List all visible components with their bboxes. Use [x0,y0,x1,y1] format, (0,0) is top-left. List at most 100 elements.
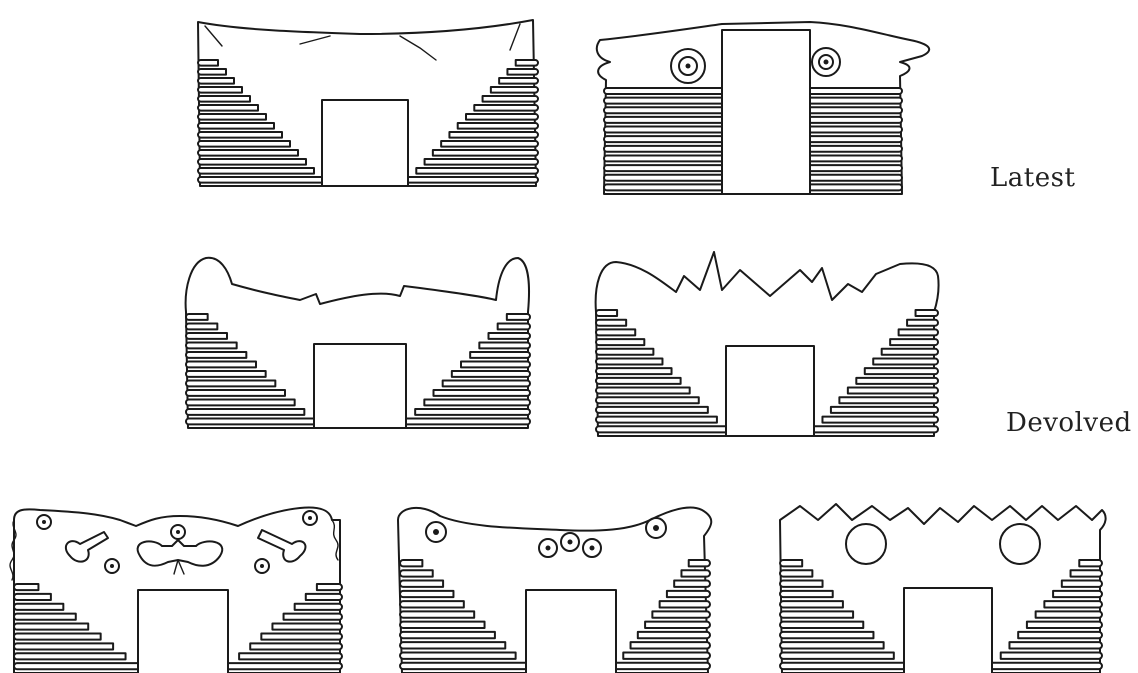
comb-tooth [399,651,517,660]
comb-tooth [197,140,291,148]
comb-tooth [456,122,539,130]
row-label-devolved: Devolved [1006,408,1132,438]
comb-tooth [595,357,664,366]
comb-tooth [779,579,824,588]
comb-tooth [809,154,903,163]
comb-tooth [185,417,315,426]
comb-tooth [595,405,709,414]
comb-tooth [658,600,711,609]
comb-tooth [1052,589,1103,599]
comb-tooth [185,341,238,350]
comb-tooth [779,661,905,671]
comb-tooth [238,652,343,661]
comb-tooth [197,104,259,112]
comb-tooth [260,632,343,641]
comb-tooth [595,396,700,405]
comb-tooth [1008,641,1103,650]
comb-tooth [809,173,903,182]
comb-tooth [603,173,723,182]
comb-tooth [405,417,531,426]
comb-tooth [665,589,711,599]
comb-tooth [249,642,343,651]
comb-tooth [197,167,315,175]
motif-early-3 [779,503,1107,673]
comb-tooth [779,600,844,609]
comb-tooth [1043,600,1103,609]
comb-tooth [889,338,939,347]
comb-tooth [185,389,286,397]
comb-tooth [440,140,539,148]
comb-tooth [991,661,1103,671]
comb-tooth [595,347,655,356]
comb-tooth [872,357,939,366]
comb-tooth [448,131,539,139]
comb-tooth [293,602,343,611]
comb-tooth [514,59,539,67]
comb-tooth [1034,610,1103,619]
comb-tooth [473,104,539,112]
comb-tooth [829,405,939,414]
comb-tooth [880,347,939,356]
comb-tooth [636,630,711,640]
comb-tooth [399,661,527,671]
comb-tooth [779,559,804,568]
comb-tooth [603,154,723,163]
comb-tooth [185,360,257,369]
comb-tooth [185,398,296,407]
comb-tooth [687,559,711,568]
comb-tooth [595,309,619,318]
comb-tooth [809,144,903,153]
comb-tooth [399,559,424,568]
comb-tooth [441,379,531,388]
comb-tooth [498,77,539,85]
comb-tooth [809,135,903,144]
comb-tooth [809,87,903,95]
comb-tooth [603,183,723,192]
comb-tooth [399,620,486,630]
comb-tooth [779,630,875,640]
comb-tooth [399,610,476,619]
comb-tooth [399,569,434,578]
comb-tooth [304,592,343,602]
comb-tooth [197,158,307,166]
comb-tooth [282,612,343,621]
comb-tooth [809,183,903,192]
comb-tooth [595,415,718,424]
comb-tooth [603,106,723,115]
comb-tooth [13,592,52,602]
comb-tooth [809,164,903,173]
comb-tooth [809,96,903,105]
comb-tooth [423,158,539,166]
comb-tooth [644,620,711,630]
comb-tooth [496,322,531,331]
comb-tooth [595,386,691,395]
comb-tooth [897,328,939,337]
comb-tooth [399,630,496,640]
comb-tooth [595,318,628,327]
comb-tooth [197,176,323,184]
comb-tooth [13,622,90,631]
comb-tooth [813,425,939,434]
comb-tooth [603,125,723,134]
comb-tooth [478,341,531,350]
comb-tooth [595,425,727,434]
comb-tooth [197,122,275,130]
comb-tooth [680,569,711,578]
comb-tooth [595,367,673,376]
comb-tooth [487,332,531,340]
comb-tooth [838,396,939,405]
comb-tooth [603,87,723,95]
comb-tooth [481,95,539,103]
comb-tooth [197,59,219,67]
comb-tooth [603,135,723,144]
comb-tooth [423,398,531,407]
comb-tooth [855,376,939,385]
comb-tooth [505,313,531,321]
comb-tooth [603,164,723,173]
comb-tooth [432,389,531,397]
comb-tooth [595,328,637,337]
comb-tooth [469,351,531,359]
comb-tooth [779,589,834,599]
comb-tooth [13,652,127,661]
comb-tooth [197,68,227,76]
